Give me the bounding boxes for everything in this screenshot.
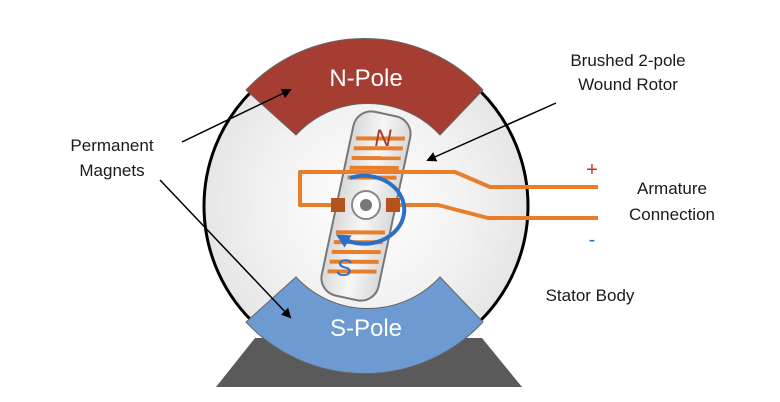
rotor-label-line1: Brushed 2-pole bbox=[570, 51, 685, 70]
shaft-icon bbox=[360, 199, 372, 211]
armature-label-line2: Connection bbox=[629, 205, 715, 224]
negative-terminal-sign: - bbox=[589, 229, 596, 251]
south-pole-magnet bbox=[245, 276, 484, 375]
armature-wires bbox=[298, 170, 598, 220]
brush-right bbox=[386, 198, 400, 212]
permanent-magnets-label-line1: Permanent bbox=[70, 136, 153, 155]
positive-terminal-sign: + bbox=[586, 159, 598, 181]
north-pole-label: N-Pole bbox=[329, 65, 402, 92]
circular-arrow-icon bbox=[335, 173, 407, 248]
leader-to-north-pole bbox=[181, 88, 292, 143]
north-pole-magnet bbox=[245, 37, 484, 136]
south-pole-label: S-Pole bbox=[330, 315, 402, 342]
rotor-label-line2: Wound Rotor bbox=[578, 75, 678, 94]
stator-body-label: Stator Body bbox=[546, 286, 635, 305]
permanent-magnets-label-line2: Magnets bbox=[79, 161, 144, 180]
rotor-south-label: S bbox=[336, 255, 352, 282]
leader-to-south-pole bbox=[159, 179, 292, 319]
rotor-north-label: N bbox=[374, 125, 392, 152]
leader-to-rotor bbox=[426, 102, 557, 162]
armature-label-line1: Armature bbox=[637, 179, 707, 198]
brush-left bbox=[331, 198, 345, 212]
leader-lines bbox=[159, 88, 557, 319]
